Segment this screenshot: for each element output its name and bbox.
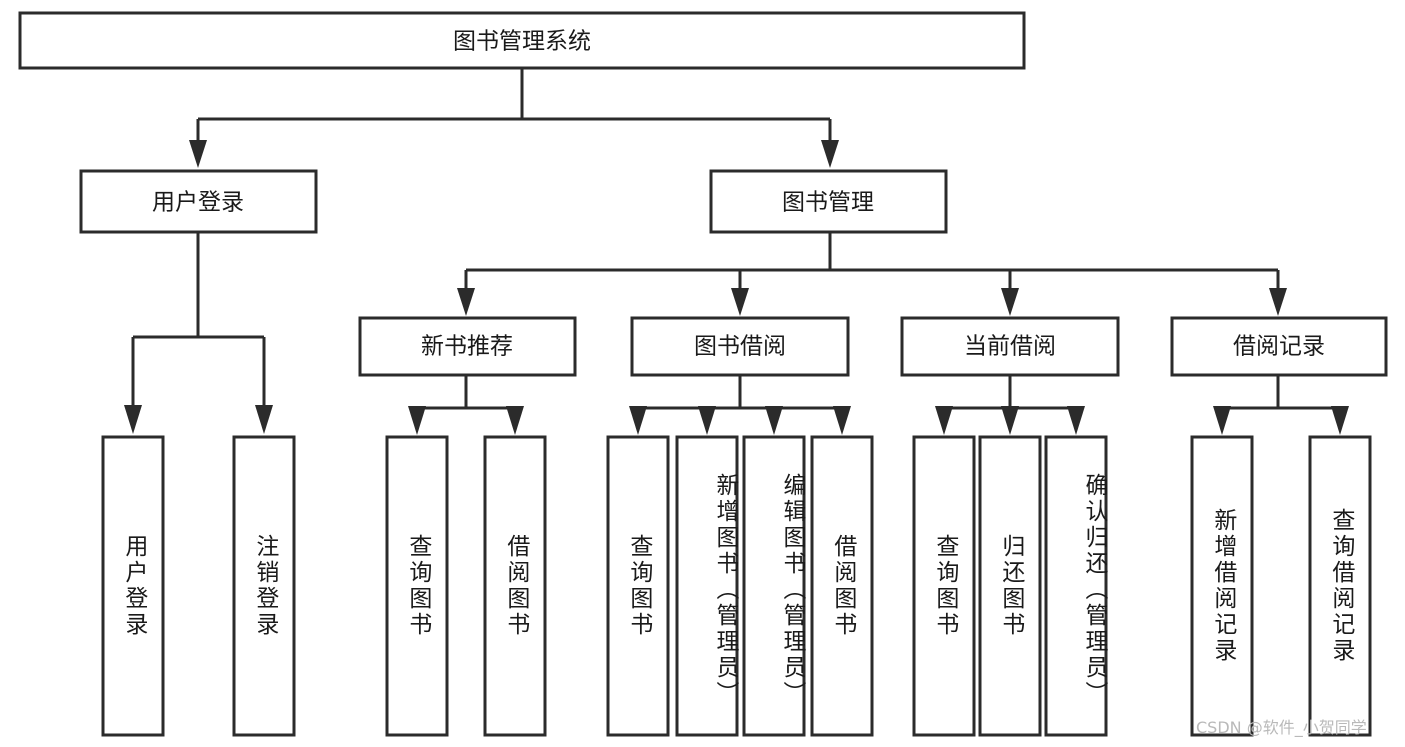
leaf-box-bb-add-book[interactable] [675, 435, 739, 737]
arrowhead-cb-leaf-2 [1001, 406, 1019, 435]
node-borrow-record-label: 借阅记录 [1233, 334, 1325, 360]
node-current-borrow-label: 当前借阅 [964, 334, 1056, 360]
leaf-box-cb-confirm-return[interactable] [1044, 435, 1108, 737]
arrowhead-user-login [189, 140, 207, 168]
node-current-borrow-box[interactable] [900, 316, 1120, 377]
leaf-box-bb-edit-book[interactable] [742, 435, 806, 737]
leaf-box-br-add-record[interactable] [1190, 435, 1254, 737]
leaf-box-logout[interactable] [232, 435, 296, 737]
node-book-borrow-label: 图书借阅 [694, 334, 786, 360]
leaf-box-cb-return-book[interactable] [978, 435, 1042, 737]
node-book-borrow-box[interactable] [630, 316, 850, 377]
arrowhead-bb-leaf-4 [833, 406, 851, 435]
leaf-box-user-login[interactable] [101, 435, 165, 737]
node-root-label: 图书管理系统 [453, 29, 591, 55]
connector-group-book-borrow [629, 375, 851, 435]
node-user-login-box[interactable] [79, 169, 318, 234]
arrowhead-book-manage [821, 140, 839, 168]
leaf-box-br-query-record[interactable] [1308, 435, 1372, 737]
leaf-box-nbr-query-book[interactable] [385, 435, 449, 737]
node-book-manage-box[interactable] [709, 169, 948, 234]
node-new-book-recommend-label: 新书推荐 [421, 334, 513, 360]
arrowhead-cb-leaf-1 [935, 406, 953, 435]
arrowhead-br-leaf-2 [1331, 406, 1349, 435]
arrowhead-bb-leaf-2 [698, 406, 716, 435]
node-borrow-record[interactable]: 借阅记录 [1170, 316, 1388, 377]
node-book-borrow[interactable]: 图书借阅 [630, 316, 850, 377]
arrowhead-br-leaf-1 [1213, 406, 1231, 435]
node-current-borrow[interactable]: 当前借阅 [900, 316, 1120, 377]
arrowhead-bb-leaf-3 [765, 406, 783, 435]
arrowhead-book-borrow [731, 288, 749, 316]
leaf-box-bb-query-book[interactable] [606, 435, 670, 737]
connector-group-new-book-recommend [408, 375, 524, 435]
arrowhead-current-borrow [1001, 288, 1019, 316]
leaf-box-nbr-borrow-book[interactable] [483, 435, 547, 737]
node-root-box[interactable] [18, 11, 1026, 70]
node-user-login-label: 用户登录 [152, 190, 244, 216]
node-book-manage-label: 图书管理 [782, 190, 874, 216]
node-book-manage[interactable]: 图书管理 [709, 169, 948, 234]
node-root[interactable]: 图书管理系统 [18, 11, 1026, 70]
connector-group-root [189, 68, 839, 168]
connector-group-current-borrow [935, 375, 1085, 435]
arrowhead-nbr-leaf-1 [408, 406, 426, 435]
arrowhead-cb-leaf-3 [1067, 406, 1085, 435]
arrowhead-nbr-leaf-2 [506, 406, 524, 435]
node-new-book-recommend-box[interactable] [358, 316, 577, 377]
arrowhead-borrow-record [1269, 288, 1287, 316]
connector-group-book-manage [457, 232, 1287, 316]
node-user-login[interactable]: 用户登录 [79, 169, 318, 234]
connector-group-user-login [124, 232, 273, 434]
node-new-book-recommend[interactable]: 新书推荐 [358, 316, 577, 377]
watermark-text: CSDN @软件_小贺同学 [1196, 718, 1367, 737]
arrowhead-leaf-user-login [124, 405, 142, 434]
leaf-box-cb-query-book[interactable] [912, 435, 976, 737]
arrowhead-bb-leaf-1 [629, 406, 647, 435]
leaf-box-bb-borrow-book[interactable] [810, 435, 874, 737]
connector-group-borrow-record [1213, 375, 1349, 435]
node-borrow-record-box[interactable] [1170, 316, 1388, 377]
arrowhead-leaf-logout [255, 405, 273, 434]
arrowhead-new-book-recommend [457, 288, 475, 316]
